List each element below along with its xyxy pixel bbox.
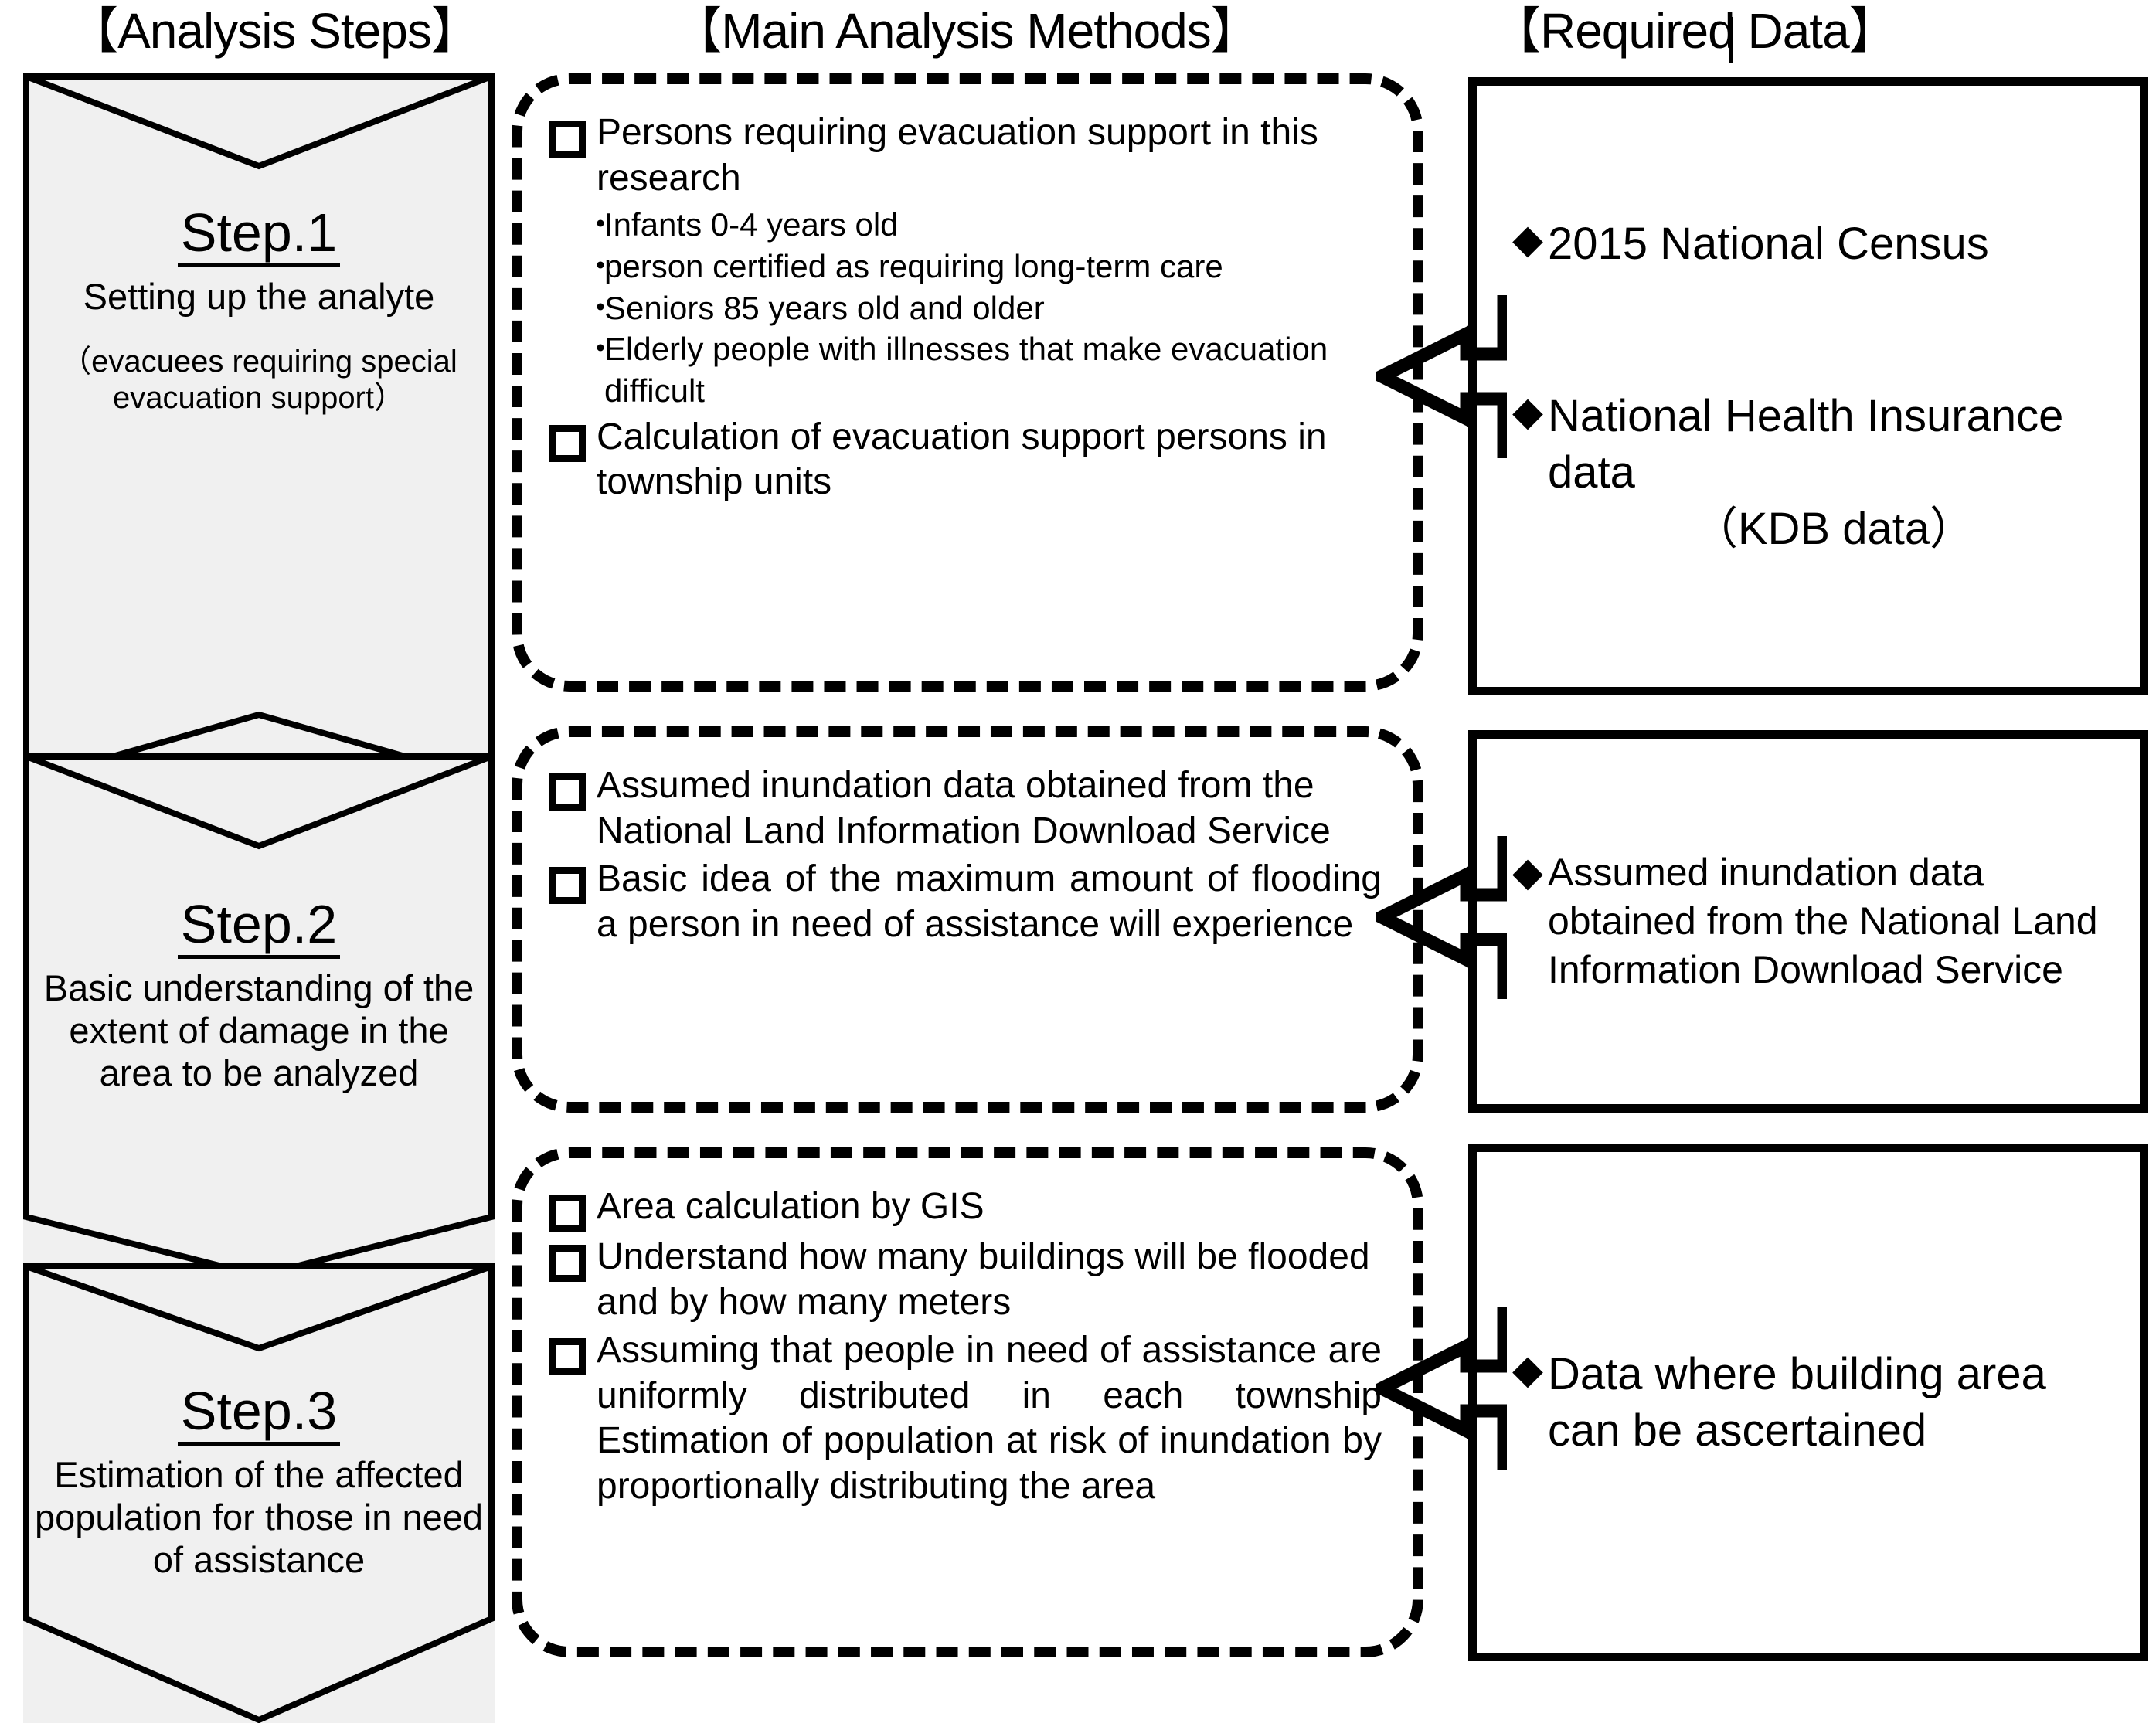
diamond-bullet-icon: ◆ <box>1512 1347 1543 1392</box>
required-data-box-step-1: ◆ 2015 National Census ◆ National Health… <box>1468 77 2148 695</box>
required-data-text: Assumed inundation data obtained from th… <box>1548 851 2098 991</box>
required-data-subtext: （KDB data） <box>1692 504 1975 555</box>
method-bullet: Assuming that people in need of assistan… <box>549 1328 1382 1509</box>
step-1-shape-icon <box>23 73 495 784</box>
middle-dot-icon: ・ <box>584 206 617 243</box>
connector-arrow-step-2-icon <box>1376 836 1507 999</box>
required-data-text: 2015 National Census <box>1548 218 1989 269</box>
step-3-title: Step.3 <box>177 1382 341 1446</box>
step-1-chevron[interactable]: Step.1 Setting up the analyte （evacuees … <box>23 73 495 784</box>
method-bullet: Basic idea of the maximum amount of floo… <box>549 857 1382 947</box>
diamond-bullet-icon: ◆ <box>1512 216 1543 262</box>
method-box-step-1: Persons requiring evacuation support in … <box>512 73 1423 692</box>
checkbox-icon <box>549 1195 586 1232</box>
step-2-subtitle: Basic understanding of the extent of dam… <box>43 967 474 1094</box>
step-2-chevron[interactable]: Step.2 Basic understanding of the extent… <box>23 753 495 1279</box>
method-bullet: Area calculation by GIS <box>549 1184 1382 1232</box>
required-data-box-step-3: ◆ Data where building area can be ascert… <box>1468 1144 2148 1661</box>
method-sub-text: Elderly people with illnesses that make … <box>604 331 1328 410</box>
required-data-item: ◆ Data where building area can be ascert… <box>1477 1346 2140 1459</box>
middle-dot-icon: ・ <box>584 247 617 284</box>
method-bullet-text: Understand how many buildings will be fl… <box>597 1236 1370 1323</box>
step-1-title: Step.1 <box>177 204 341 267</box>
required-data-text: National Health Insurance data <box>1548 390 2064 498</box>
analysis-steps-column: Step.1 Setting up the analyte （evacuees … <box>23 73 495 1723</box>
required-data-item: ◆ 2015 National Census <box>1477 216 2140 272</box>
required-data-item: ◆ Assumed inundation data obtained from … <box>1477 848 2140 994</box>
method-bullet-text: Calculation of evacuation support person… <box>597 416 1327 503</box>
checkbox-icon <box>549 867 586 905</box>
connector-arrow-step-3-icon <box>1376 1307 1507 1470</box>
step-2-shape-icon <box>23 753 495 1279</box>
method-bullet: Persons requiring evacuation support in … <box>549 110 1382 201</box>
step-2-title: Step.2 <box>177 895 341 959</box>
method-sub-text: Infants 0-4 years old <box>604 206 899 243</box>
method-sub-text: person certified as requiring long-term … <box>604 247 1223 284</box>
required-data-box-step-2: ◆ Assumed inundation data obtained from … <box>1468 730 2148 1113</box>
checkbox-icon <box>549 1245 586 1282</box>
method-sub-item: ・ Seniors 85 years old and older <box>584 287 1382 329</box>
column-header-analysis-steps: 【Analysis Steps】 <box>69 3 481 59</box>
method-sub-list: ・ Infants 0-4 years old ・ person certifi… <box>584 204 1382 412</box>
method-sub-item: ・ Infants 0-4 years old <box>584 204 1382 246</box>
diamond-bullet-icon: ◆ <box>1512 389 1543 434</box>
method-bullet: Understand how many buildings will be fl… <box>549 1235 1382 1325</box>
method-sub-item: ・ Elderly people with illnesses that mak… <box>584 328 1382 412</box>
required-data-text: Data where building area can be ascertai… <box>1548 1348 2046 1456</box>
connector-arrow-step-1-icon <box>1376 295 1507 458</box>
method-sub-text: Seniors 85 years old and older <box>604 289 1045 326</box>
middle-dot-icon: ・ <box>584 331 617 368</box>
method-bullet: Calculation of evacuation support person… <box>549 415 1382 505</box>
checkbox-icon <box>549 1338 586 1376</box>
step-1-note: （evacuees requiring special evacuation s… <box>60 344 457 416</box>
diamond-bullet-icon: ◆ <box>1512 850 1543 895</box>
method-bullet-text: Area calculation by GIS <box>597 1186 984 1227</box>
step-3-shape-icon <box>23 1263 495 1723</box>
step-1-subtitle: Setting up the analyte <box>83 275 435 317</box>
middle-dot-icon: ・ <box>584 289 617 326</box>
column-header-required-data: 【Required Data】 <box>1491 3 1899 59</box>
checkbox-icon <box>549 121 586 158</box>
method-box-step-3: Area calculation by GIS Understand how m… <box>512 1147 1423 1657</box>
method-bullet-text: Assumed inundation data obtained from th… <box>597 765 1331 851</box>
method-bullet: Assumed inundation data obtained from th… <box>549 763 1382 854</box>
method-bullet-text: Assuming that people in need of assistan… <box>597 1330 1382 1507</box>
method-sub-item: ・ person certified as requiring long-ter… <box>584 246 1382 287</box>
required-data-item: ◆ National Health Insurance data （KDB da… <box>1477 388 2140 557</box>
step-3-subtitle: Estimation of the affected population fo… <box>34 1453 484 1581</box>
step-3-chevron[interactable]: Step.3 Estimation of the affected popula… <box>23 1263 495 1723</box>
method-bullet-text: Basic idea of the maximum amount of floo… <box>597 858 1382 945</box>
method-box-step-2: Assumed inundation data obtained from th… <box>512 726 1423 1113</box>
checkbox-icon <box>549 424 586 462</box>
checkbox-icon <box>549 773 586 811</box>
method-bullet-text: Persons requiring evacuation support in … <box>597 112 1318 199</box>
column-header-main-analysis-methods: 【Main Analysis Methods】 <box>672 3 1260 59</box>
text-cursor-icon <box>1729 17 1733 63</box>
